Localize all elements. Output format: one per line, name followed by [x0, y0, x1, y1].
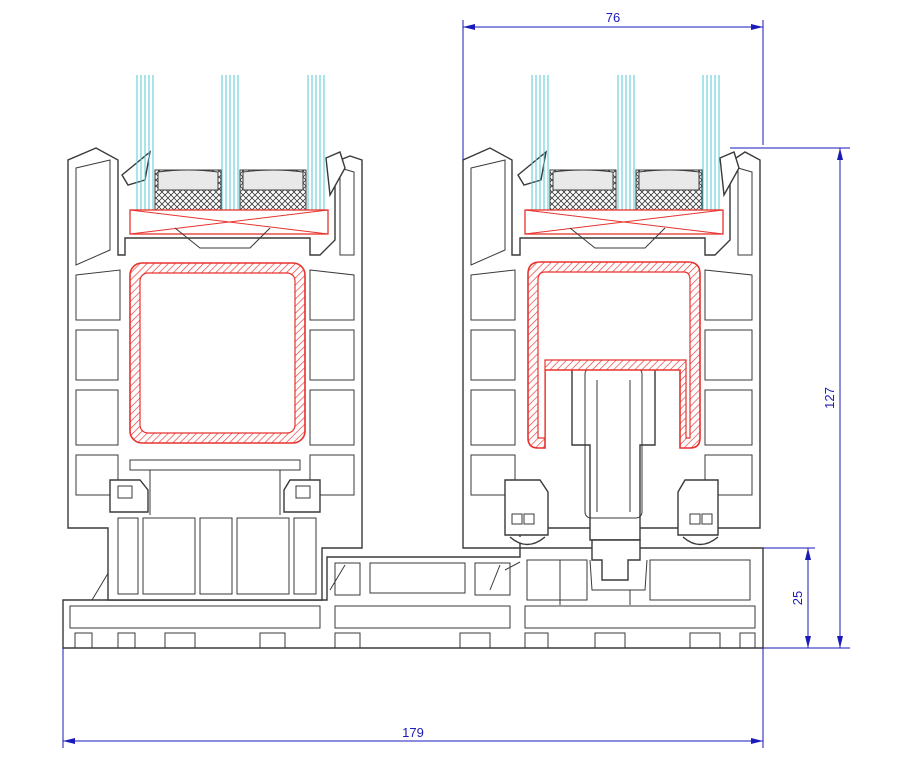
dimension-label-127: 127	[822, 387, 837, 409]
right-steel-reinforcement	[527, 261, 701, 449]
dimension-sash-width: 76	[462, 10, 764, 160]
dimension-label-179: 179	[402, 725, 424, 740]
dimension-label-25: 25	[790, 591, 805, 605]
left-steel-reinforcement	[129, 262, 306, 444]
dimension-label-76: 76	[606, 10, 620, 25]
dimension-total-width: 179	[62, 648, 764, 748]
dimension-total-height: 127	[730, 147, 850, 649]
dimension-track-height: 25	[763, 547, 815, 648]
bottom-track-frame	[62, 547, 764, 649]
left-triple-glazing	[129, 75, 329, 249]
right-triple-glazing	[524, 75, 724, 249]
